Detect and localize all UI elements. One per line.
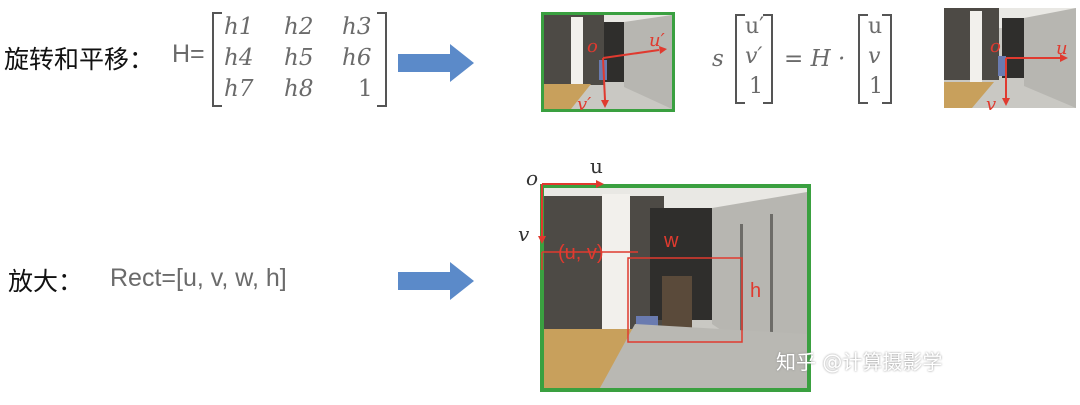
matrix-cell: h1: [224, 14, 254, 40]
right-vector-close-bracket: [882, 14, 892, 104]
matrix-cell: 1: [358, 76, 373, 102]
homography-matrix: h1 h2 h3 h4 h5 h6 h7 h8 1: [212, 12, 387, 107]
matrix-cell: h7: [224, 76, 254, 102]
arrow-row2: [398, 262, 474, 300]
warped-photo-1: [541, 12, 675, 112]
matrix-right-bracket: [377, 12, 387, 107]
equation-equals-h: = H ·: [784, 46, 846, 72]
right-vector-cell: u: [868, 14, 883, 39]
photo2-axes: o u v: [944, 8, 1076, 118]
photo2-origin-label: o: [990, 36, 1001, 57]
photo2-v-label: v: [986, 94, 997, 115]
matrix-left-bracket: [212, 12, 222, 107]
right-vector: u v 1: [858, 14, 892, 104]
left-vector-cell: 1: [749, 74, 763, 99]
corridor-image-large: [544, 188, 807, 388]
matrix-cell: h6: [342, 45, 372, 71]
right-vector-cell: v: [868, 44, 881, 69]
zoom-v-label: v: [518, 222, 530, 246]
photo2-u-label: u: [1056, 38, 1068, 59]
matrix-cell: h3: [342, 14, 372, 40]
arrow-row1: [398, 44, 474, 82]
left-vector-close-bracket: [763, 14, 773, 104]
corridor-image-1: [544, 15, 672, 109]
photo1-v-label: v′: [577, 94, 592, 115]
matrix-cell: h5: [284, 45, 314, 71]
left-vector-cell: u′: [745, 14, 765, 39]
zoom-overlay: o u v (u, v) w h: [518, 154, 820, 400]
right-vector-cell: 1: [869, 74, 883, 99]
equation-s: s: [712, 46, 724, 72]
rect-origin-label: (u, v): [558, 242, 604, 264]
rotation-translation-label: 旋转和平移：: [4, 45, 155, 74]
right-vector-open-bracket: [858, 14, 868, 104]
zoom-origin-label: o: [526, 166, 539, 190]
matrix-cell: h4: [224, 45, 254, 71]
rect-width-label: w: [664, 230, 679, 252]
left-vector-cell: v′: [745, 44, 763, 69]
zoom-photo: [540, 184, 811, 392]
left-vector: u′ v′ 1: [735, 14, 773, 104]
zoom-label: 放大：: [8, 267, 84, 296]
rect-definition: Rect=[u, v, w, h]: [110, 264, 287, 292]
watermark: 知乎 @计算摄影学: [776, 350, 943, 374]
photo1-u-label: u′: [649, 30, 665, 51]
zoom-u-label: u: [590, 154, 603, 178]
rect-height-label: h: [750, 280, 762, 302]
photo1-origin-label: o: [587, 36, 598, 57]
matrix-cell: h2: [284, 14, 314, 40]
left-vector-open-bracket: [735, 14, 745, 104]
matrix-cell: h8: [284, 76, 314, 102]
photo1-axes: o u′ v′: [541, 12, 675, 115]
homography-h-prefix: H=: [172, 40, 205, 68]
